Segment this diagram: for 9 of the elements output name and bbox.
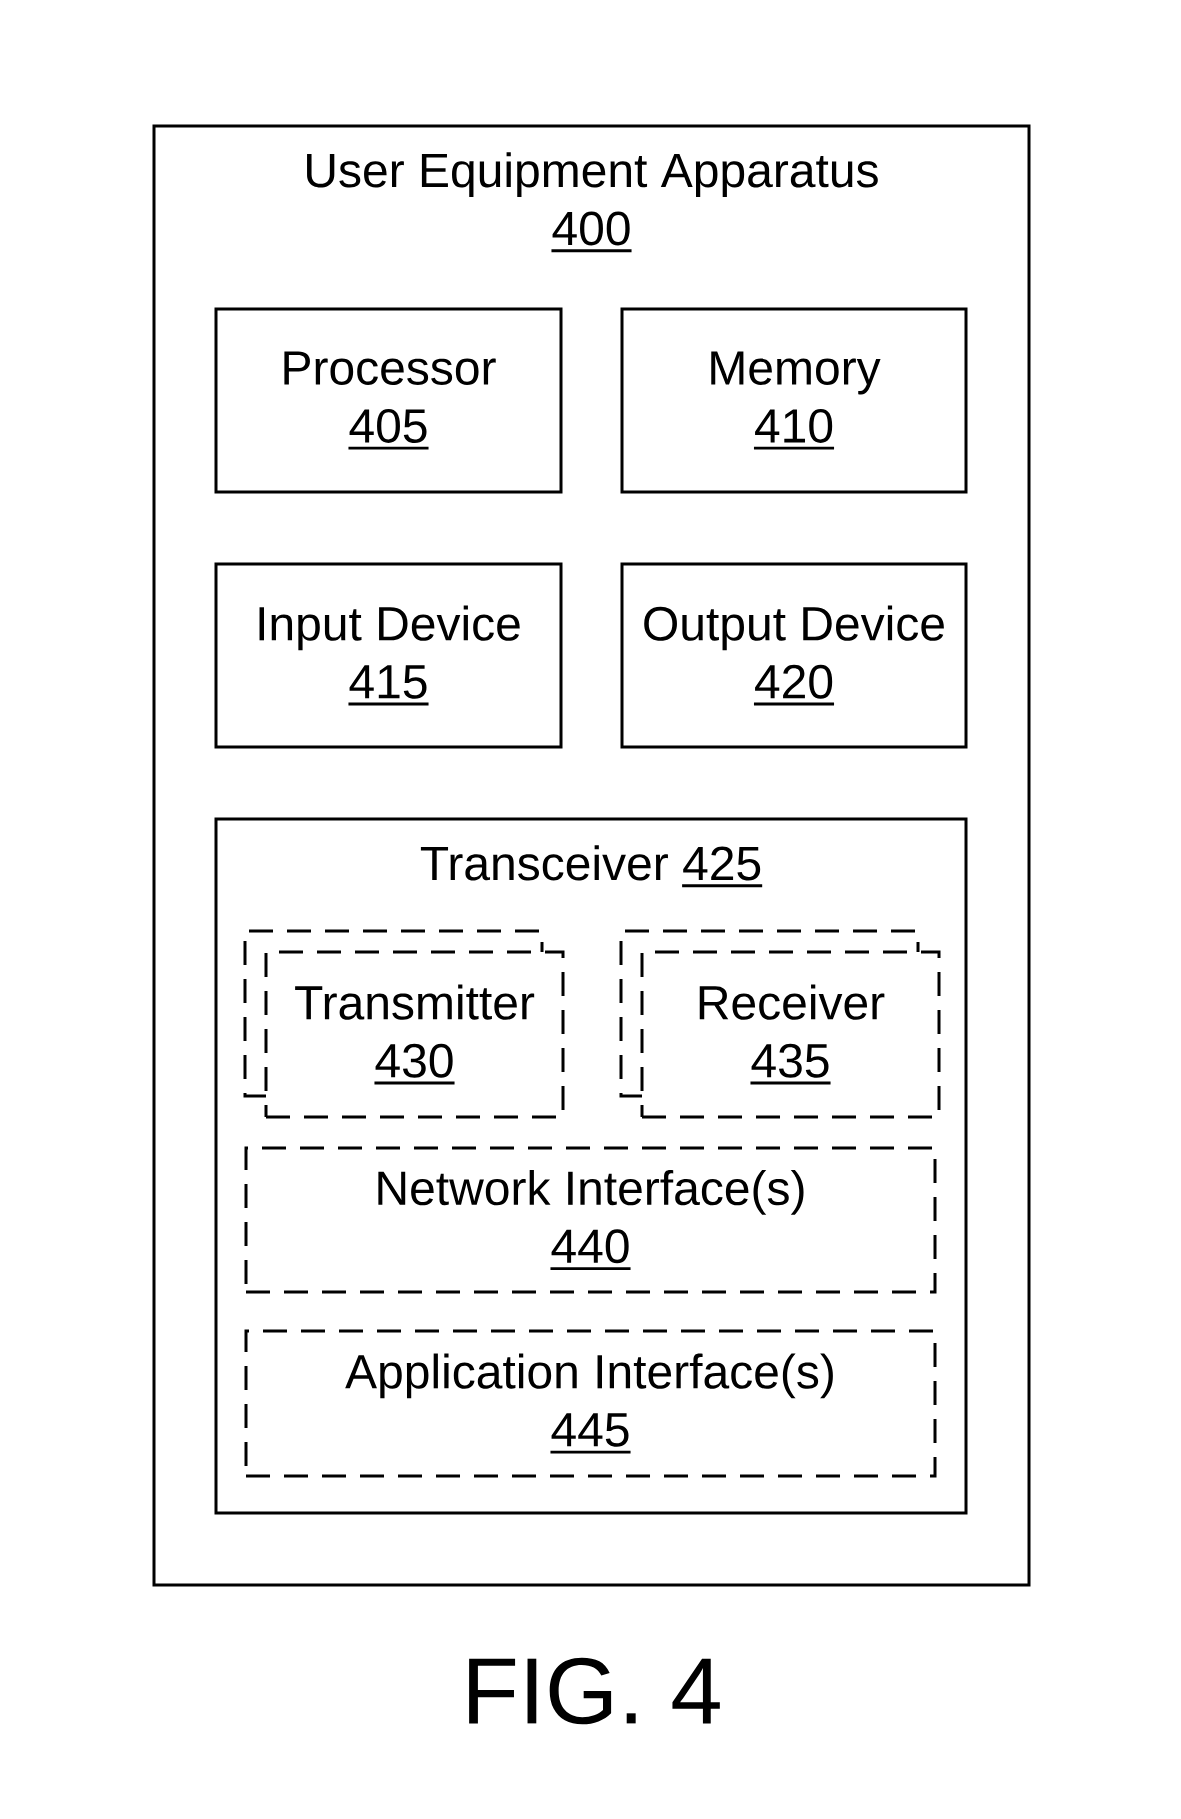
dashed-box: Receiver 435 [640,950,941,1119]
figure-caption: FIG. 4 [469,1657,720,1725]
dashed-box: Application Interface(s) 445 [244,1329,937,1478]
component-box: Output Device 420 [620,562,968,749]
component-box: Input Device 415 [214,562,563,749]
dashed-box: Transmitter 430 [264,950,565,1119]
component-box: Memory 410 [620,307,968,494]
dashed-box: Network Interface(s) 440 [244,1146,937,1294]
component-box: Processor 405 [214,307,563,494]
